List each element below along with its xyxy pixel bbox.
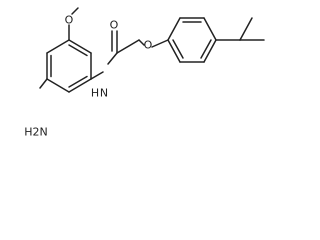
amide-hydrogen-label: H: [91, 87, 99, 100]
amide-oxygen-label: O: [110, 19, 119, 32]
ring-a-bond-4: [46, 78, 70, 93]
bonds: [39, 7, 265, 93]
bond-carbonyl-ch2: [116, 39, 140, 54]
ring-b-inner-bond-2: [200, 39, 212, 59]
bond-ring-amino: [39, 78, 48, 89]
amide-nitrogen-label: N: [100, 87, 108, 100]
ring-b-bond-4: [203, 39, 217, 63]
ring-a-bond-1: [68, 39, 92, 54]
ring-b-bond-3: [203, 17, 217, 41]
ring-b-bond-6: [167, 39, 181, 63]
bond-isopropyl-methyl-up: [239, 17, 253, 41]
bond-ch2-o: [138, 39, 145, 46]
ring-b-inner-bond-3: [172, 39, 184, 59]
ring-a-inner-bond-2: [68, 75, 88, 88]
atom-labels: O O N H O H2N: [24, 14, 152, 139]
amino-group-label: H2N: [24, 126, 48, 139]
bond-methyl-o: [71, 7, 79, 15]
ring-a-bond-6: [46, 39, 70, 54]
chemical-structure-diagram: O O N H O H2N: [24, 7, 265, 139]
bond-n-carbonyl: [107, 52, 118, 65]
ring-a-bond-3: [68, 78, 92, 93]
bond-ring-n: [90, 71, 104, 80]
methoxy-oxygen-label: O: [65, 14, 74, 27]
bond-o-ring: [151, 39, 169, 48]
ring-a-inner-bond-1: [68, 44, 88, 57]
ether-oxygen-label: O: [144, 39, 153, 52]
ring-b-bond-1: [167, 17, 181, 41]
